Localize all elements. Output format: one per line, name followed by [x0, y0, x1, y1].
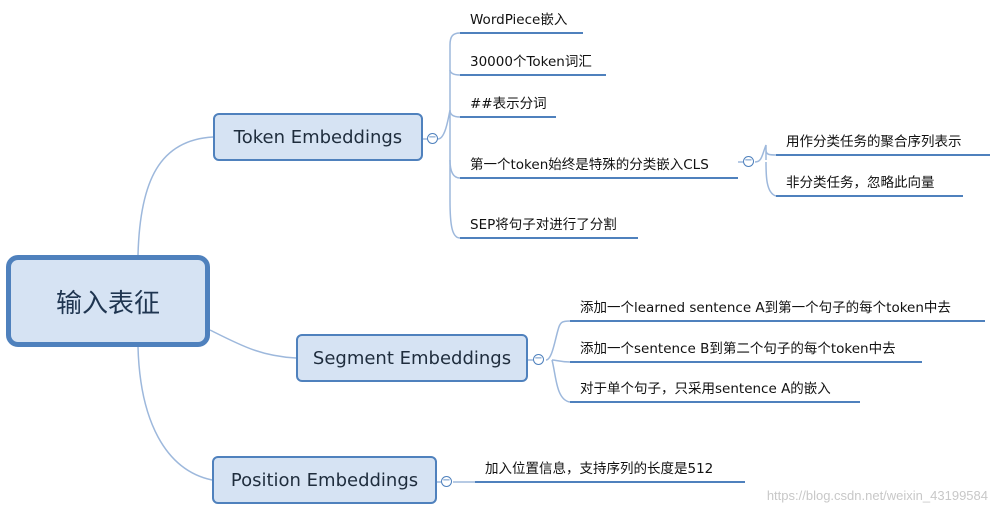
connector-root-position [137, 346, 213, 481]
segment-item[interactable]: 对于单个句子，只采用sentence A的嵌入 [580, 381, 831, 397]
collapse-toggle-token[interactable]: − [427, 132, 438, 144]
collapse-toggle-position[interactable]: − [441, 475, 452, 487]
collapse-toggle-segment[interactable]: − [533, 353, 544, 365]
cls-child-item[interactable]: 用作分类任务的聚合序列表示 [786, 134, 962, 150]
token-item[interactable]: 30000个Token词汇 [470, 54, 592, 70]
connector-root-token [137, 136, 214, 256]
position-embeddings-node[interactable]: Position Embeddings [212, 456, 437, 504]
token-item[interactable]: ##表示分词 [470, 96, 547, 112]
segment-embeddings-node[interactable]: Segment Embeddings [296, 334, 528, 382]
root-node[interactable]: 输入表征 [6, 255, 210, 347]
collapse-toggle-cls[interactable]: − [743, 155, 754, 167]
segment-item[interactable]: 添加一个sentence B到第二个句子的每个token中去 [580, 341, 896, 357]
cls-child-item[interactable]: 非分类任务，忽略此向量 [786, 175, 935, 191]
token-item-cls[interactable]: 第一个token始终是特殊的分类嵌入CLS [470, 157, 709, 173]
segment-item[interactable]: 添加一个learned sentence A到第一个句子的每个token中去 [580, 300, 951, 316]
token-spine [437, 32, 461, 239]
token-item[interactable]: SEP将句子对进行了分割 [470, 217, 617, 233]
connector-root-segment [209, 329, 297, 359]
token-embeddings-node[interactable]: Token Embeddings [213, 113, 423, 161]
watermark-text: https://blog.csdn.net/weixin_43199584 [766, 488, 988, 503]
position-item[interactable]: 加入位置信息，支持序列的长度是512 [485, 461, 714, 477]
token-item[interactable]: WordPiece嵌入 [470, 12, 568, 28]
